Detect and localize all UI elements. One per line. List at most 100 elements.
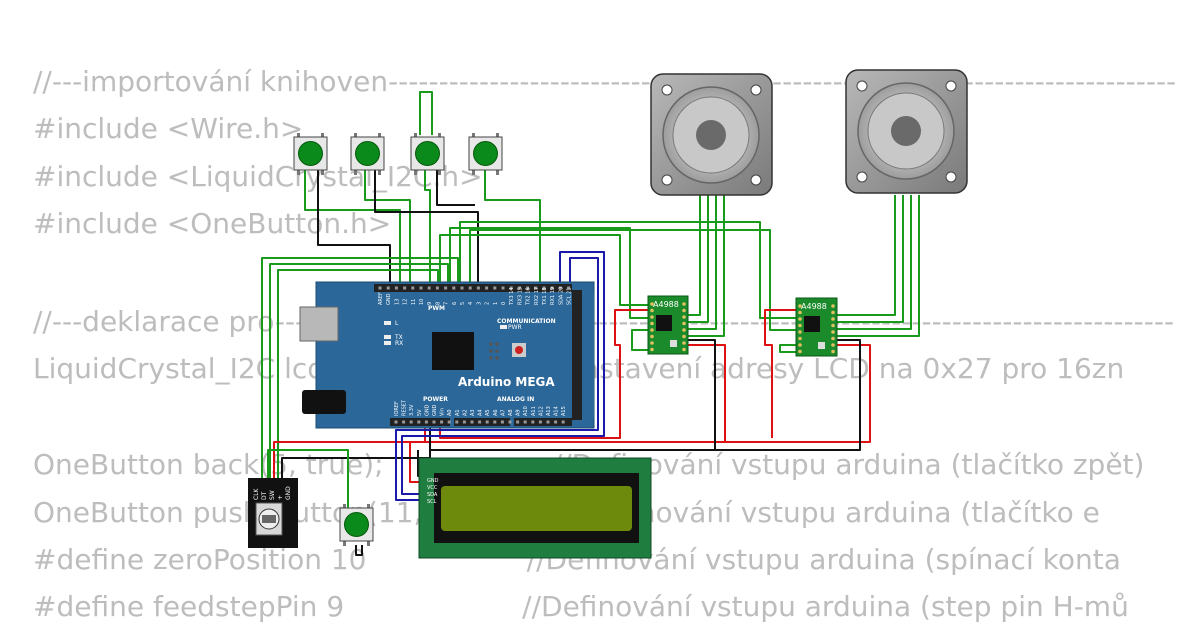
pwr-label: PWR <box>508 324 522 331</box>
wire-encoder-1 <box>261 257 459 478</box>
pin-label: GND <box>386 293 392 305</box>
wire-driver1-b <box>449 227 648 319</box>
arduino-mega-board: L TX RX PWR Arduino MEGA PWM COMMUNICATI… <box>299 281 595 429</box>
wire-black-driver2 <box>715 339 861 451</box>
encoder-pin-clk: CLK <box>253 487 260 500</box>
pin-label: SCL 21 <box>567 288 573 305</box>
pin-label: 7 <box>444 302 450 305</box>
wire-red-driver2 <box>764 309 796 438</box>
lcd-pin-vcc: VCC <box>427 485 438 491</box>
pin-label: TX1 18 <box>542 287 548 306</box>
wire-motor2-c <box>837 195 912 330</box>
pin-label: GND <box>432 404 438 416</box>
driver-pin <box>798 349 802 354</box>
analog-label: ANALOG IN <box>497 396 534 403</box>
pin-label: 2 <box>485 302 491 305</box>
lcd-pin-gnd: GND <box>427 478 439 484</box>
power-label: POWER <box>423 396 448 403</box>
driver-pin <box>682 347 686 352</box>
driver-pin <box>798 336 802 341</box>
wire-motor2-d <box>837 195 920 337</box>
driver-pin <box>650 341 654 345</box>
driver-pin <box>650 302 654 306</box>
pin-label: GND <box>424 404 430 416</box>
pin-label: 9 <box>427 302 433 305</box>
pin-label: A1 <box>455 409 461 416</box>
wire-motor1-c <box>688 195 717 330</box>
pin-label: TX3 14 <box>509 287 515 306</box>
wire-gnd-b3 <box>436 170 475 206</box>
wire-button3-top <box>419 91 433 135</box>
pin-label: 11 <box>411 299 417 305</box>
driver-pin <box>682 315 686 319</box>
pin-label: 10 <box>419 299 425 305</box>
push-button <box>350 133 385 175</box>
push-button <box>293 133 328 175</box>
communication-label: COMMUNICATION <box>497 318 556 325</box>
driver-pin <box>682 334 686 339</box>
pin-label: A12 <box>538 406 544 416</box>
pin-label: 5 <box>460 302 466 305</box>
pin-label: RESET <box>402 399 408 416</box>
push-button <box>410 133 445 175</box>
stepper-motor-1 <box>650 73 773 196</box>
wire-encoder-3 <box>277 269 439 478</box>
pin-label: A11 <box>531 406 537 416</box>
code-line: #define feedstepPin 9 //Definování vstup… <box>33 590 1129 623</box>
pin-label: 8 <box>435 302 441 305</box>
driver-pin <box>650 334 654 339</box>
wire-button4 <box>484 170 541 290</box>
wire-blue-scl <box>395 257 599 501</box>
led-l-label: L <box>395 320 399 327</box>
pin-label: A9 <box>516 409 522 416</box>
pin-label: SDA 20 <box>558 287 564 305</box>
driver-pins <box>650 302 835 354</box>
lcd-16x2: GND VCC SDA SCL <box>418 457 652 559</box>
driver-pin <box>682 328 686 332</box>
driver-pin <box>798 343 802 347</box>
pin-label: 6 <box>452 302 458 305</box>
pin-label: A7 <box>500 409 506 416</box>
pin-label: 1 <box>493 302 499 305</box>
wire-motor2-b <box>837 195 904 323</box>
wire-button2 <box>364 170 411 290</box>
push-button <box>468 133 503 175</box>
led-rx-label: RX <box>395 340 403 347</box>
code-line: #include <OneButton.h> <box>33 207 392 240</box>
pin-label: 5V <box>417 409 423 416</box>
wire-blue-sda <box>401 251 605 495</box>
wire-motor1-d <box>688 195 725 337</box>
driver-pin <box>831 349 835 354</box>
driver-pin <box>831 336 835 341</box>
driver-pin <box>831 323 835 328</box>
driver-pin <box>650 308 654 313</box>
wire-motor2 <box>837 195 896 316</box>
driver-pin <box>650 321 654 326</box>
pin-label: A4 <box>478 409 484 416</box>
wire-black-button5 <box>355 545 363 556</box>
encoder-pin-sw: SW <box>269 490 276 500</box>
stepper-motor-2 <box>845 69 968 194</box>
encoder-pin-gnd: GND <box>285 486 292 500</box>
lcd-pin-sda: SDA <box>427 492 438 498</box>
wire-red-encoder <box>273 425 426 478</box>
code-line: #include <Wire.h> <box>33 112 304 145</box>
wire-motor1-b <box>688 195 709 323</box>
wire-red-driver1 <box>439 309 648 439</box>
driver-pin <box>831 343 835 347</box>
driver-pin <box>798 323 802 328</box>
pin-label: RX2 17 <box>534 287 540 305</box>
wires <box>261 91 920 556</box>
driver-2-label: A4988 <box>801 302 827 311</box>
lcd-pin-scl: SCL <box>427 499 437 505</box>
pin-label: A8 <box>508 409 514 416</box>
wire-button5 <box>267 449 349 508</box>
wire-red-driver1-vmot <box>425 344 726 443</box>
encoder-pin-plus: + <box>277 495 284 500</box>
wire-driver1-left <box>631 329 648 351</box>
push-button <box>339 504 374 546</box>
driver-pin <box>831 304 835 308</box>
